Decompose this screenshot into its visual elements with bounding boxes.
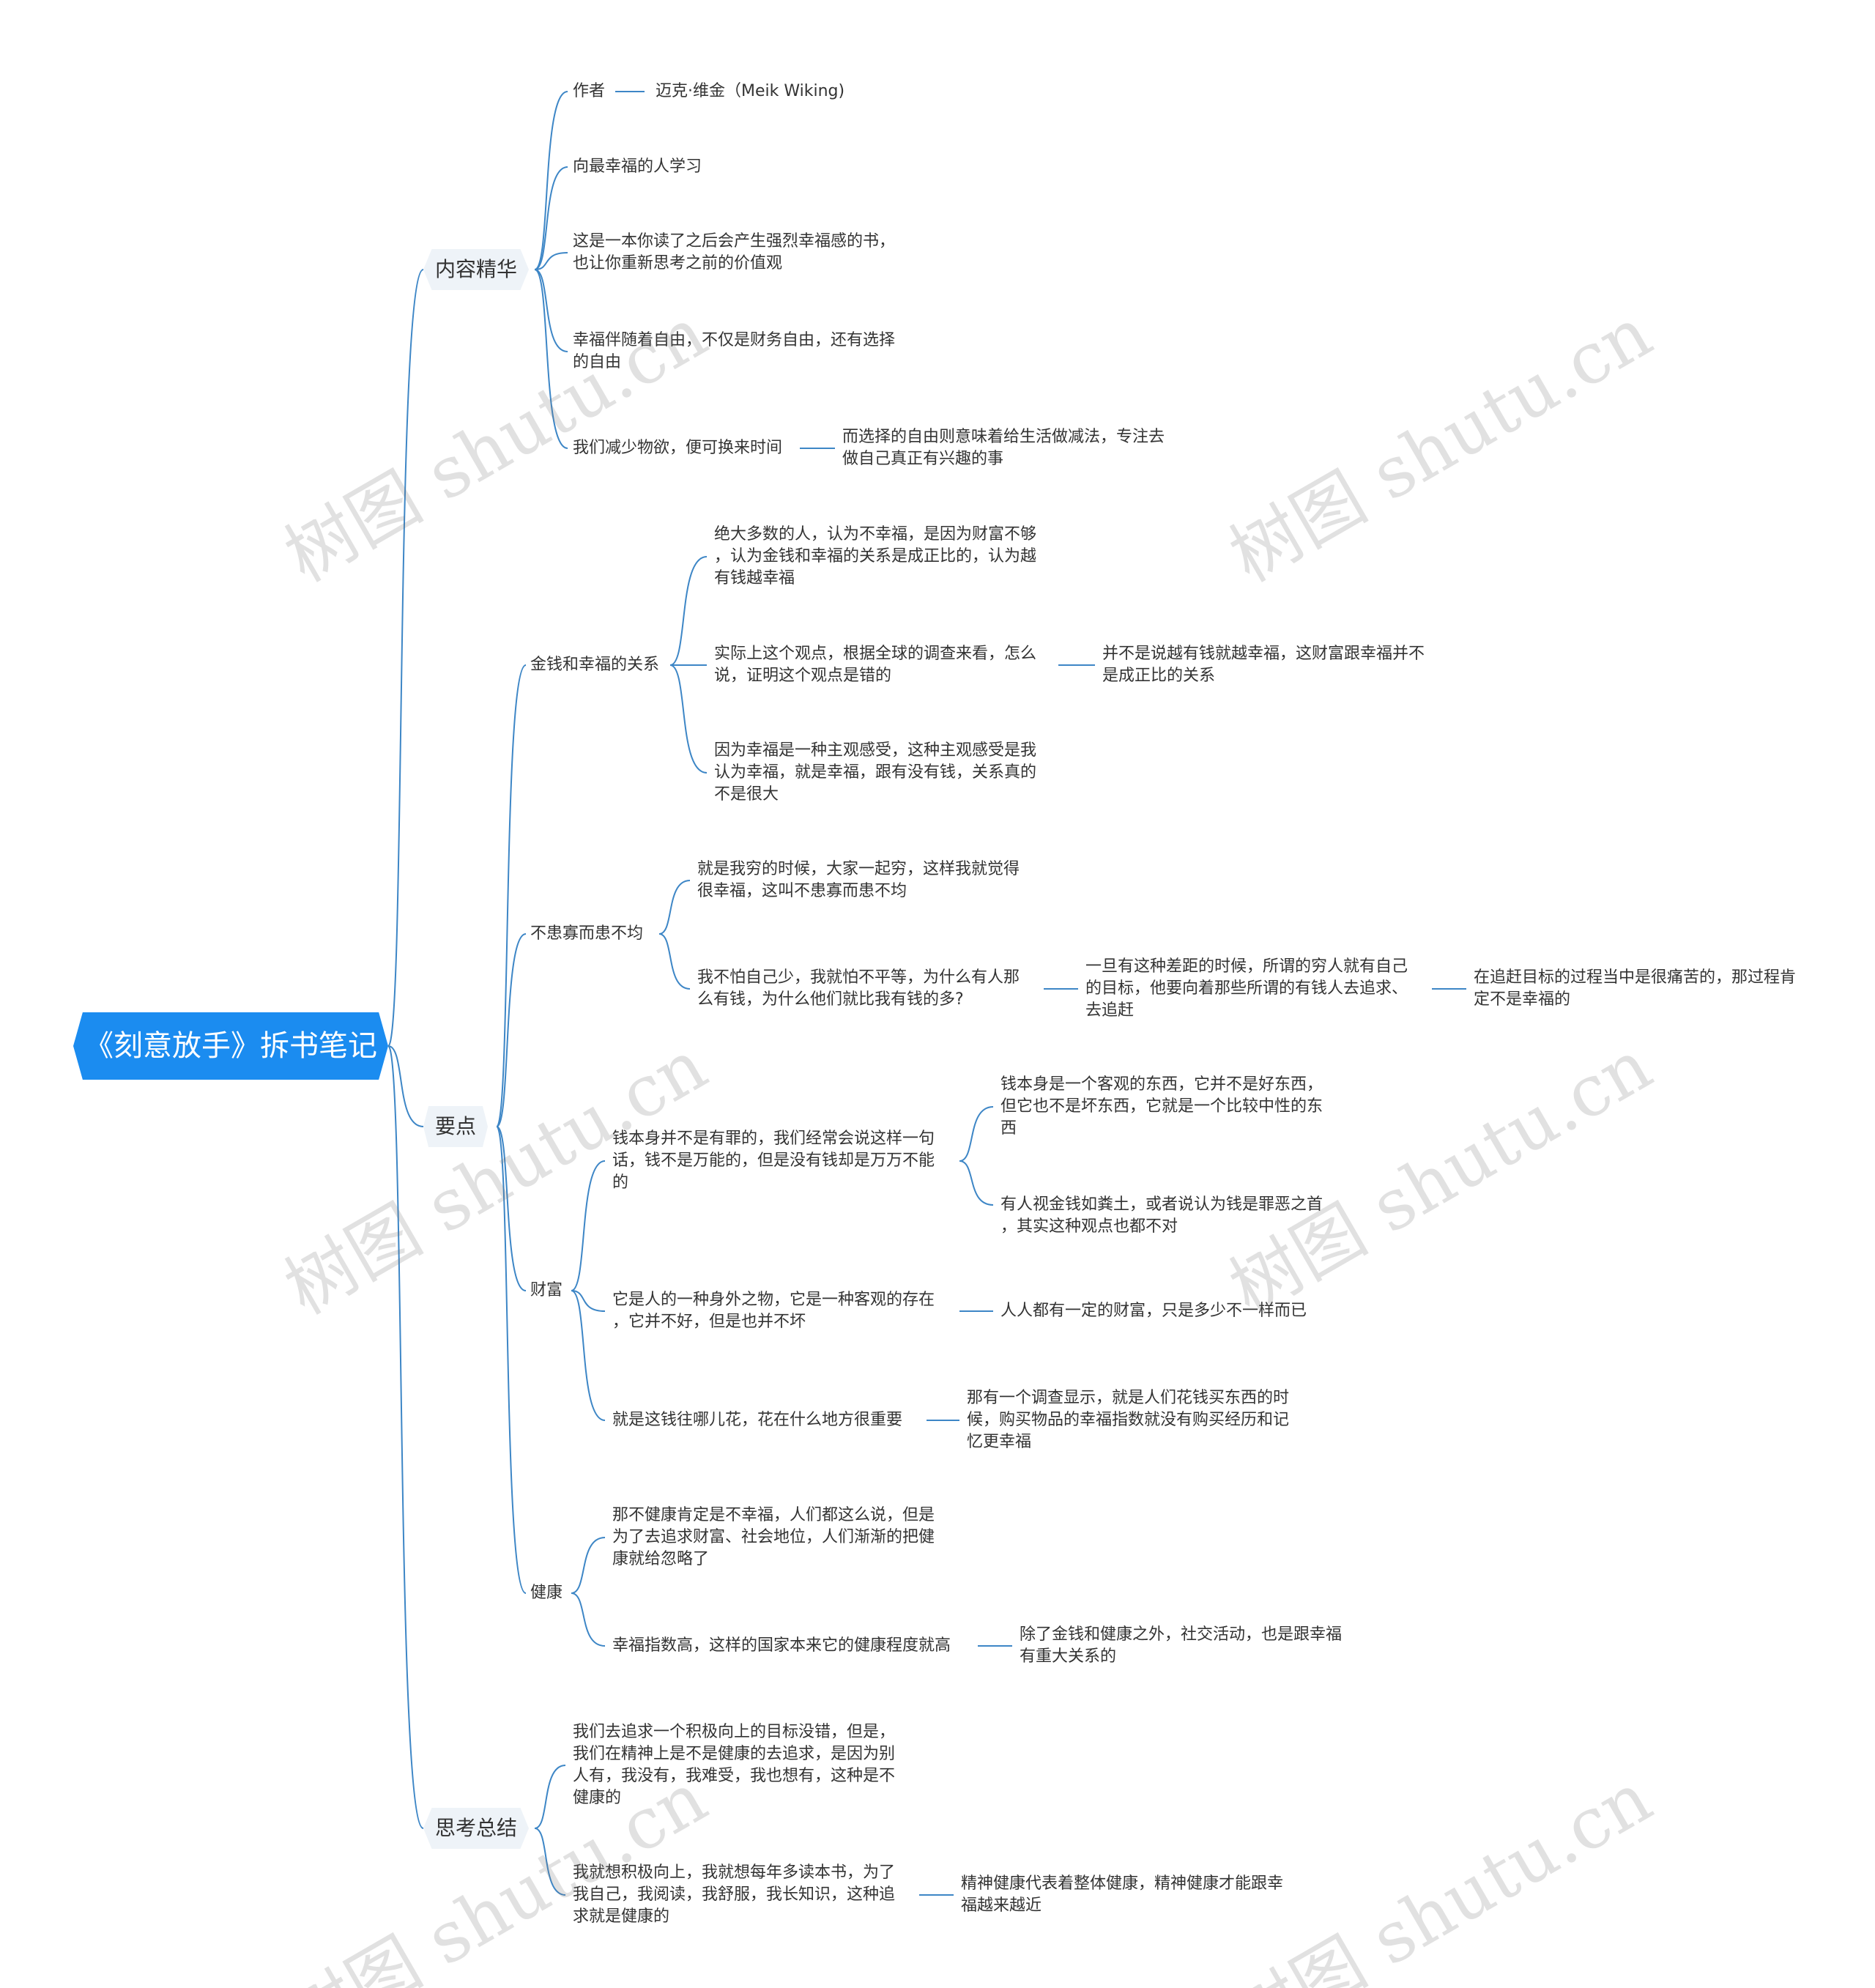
node-iq-2[interactable]: 我不怕自己少，我就怕不平等，为什么有人那 么有钱，为什么他们就比我有钱的多? [697, 968, 1020, 1009]
connector [571, 1290, 606, 1421]
node-w-2[interactable]: 它是人的一种身外之物，它是一种客观的存在 ，它并不好，但是也并不坏 [612, 1291, 935, 1331]
connector [959, 1106, 994, 1162]
node-freedom[interactable]: 幸福伴随着自由，不仅是财务自由，还有选择 的自由 [573, 330, 895, 374]
node-learn[interactable]: 向最幸福的人学习 [573, 157, 702, 176]
line: 而选择的自由则意味着给生活做减法，专注去 做自己真正有兴趣的事 [842, 428, 1165, 468]
node-r-1[interactable]: 我们去追求一个积极向上的目标没错，但是， 我们在精神上是不是健康的去追求，是因为… [573, 1723, 896, 1807]
branch-reflection[interactable]: 思考总结 [423, 1808, 530, 1849]
node-wealth[interactable]: 财富 [530, 1281, 563, 1299]
node-w-1-1[interactable]: 钱本身是一个客观的东西，它并不是好东西， 但它也不是坏东西，它就是一个比较中性的… [1000, 1075, 1323, 1138]
node-inequality[interactable]: 不患寡而患不均 [530, 924, 644, 943]
node-w-1[interactable]: 钱本身并不是有罪的，我们经常会说这样一句 话，钱不是万能的，但是没有钱却是万万不… [612, 1130, 935, 1192]
connector [534, 1828, 566, 1896]
connector [658, 880, 691, 935]
node-mh-1[interactable]: 绝大多数的人，认为不幸福，是因为财富不够 ，认为金钱和幸福的关系是成正比的，认为… [714, 525, 1037, 587]
node-r-2-1[interactable]: 精神健康代表着整体健康，精神健康才能跟幸 福越来越近 [961, 1874, 1284, 1915]
node-h-2-1[interactable]: 除了金钱和健康之外，社交活动，也是跟幸福 有重大关系的 [1020, 1625, 1343, 1666]
node-w-1-2[interactable]: 有人视金钱如粪土，或者说认为钱是罪恶之首 ，其实这种观点也都不对 [1000, 1195, 1323, 1236]
node-r-2[interactable]: 我就想积极向上，我就想每年多读本书，为了 我自己，我阅读，我舒服，我长知识，这种… [573, 1863, 896, 1926]
branch-content-essence[interactable]: 内容精华 [423, 249, 530, 290]
connector [496, 933, 527, 1127]
node-h-2[interactable]: 幸福指数高，这样的国家本来它的健康程度就高 [612, 1636, 951, 1655]
node-iq-1[interactable]: 就是我穷的时候，大家一起穷，这样我就觉得 很幸福，这叫不患寡而患不均 [697, 860, 1020, 900]
connector [669, 556, 708, 666]
node-choice-freedom[interactable]: 而选择的自由则意味着给生活做减法，专注去 做自己真正有兴趣的事 [842, 426, 1165, 470]
connector [496, 1126, 527, 1594]
node-author-name[interactable]: 迈克·维金（Meik Wiking) [656, 82, 845, 100]
node-w-3-1[interactable]: 那有一个调查显示，就是人们花钱买东西的时 候，购买物品的幸福指数就没有购买经历和… [967, 1389, 1290, 1451]
connector [534, 166, 568, 270]
connector [658, 933, 691, 990]
connector [387, 1045, 424, 1127]
connector [571, 1592, 606, 1647]
connector [571, 1160, 606, 1291]
connector [534, 269, 568, 449]
connector [959, 1160, 994, 1206]
connector [496, 1126, 527, 1291]
node-mh-2[interactable]: 实际上这个观点，根据全球的调查来看，怎么 说，证明这个观点是错的 [714, 645, 1037, 685]
connector [534, 1765, 566, 1829]
connector [669, 664, 708, 774]
node-author[interactable]: 作者 [573, 82, 606, 100]
connector [571, 1537, 606, 1594]
node-h-1[interactable]: 那不健康肯定是不幸福，人们都这么说，但是 为了去追求财富、社会地位，人们渐渐的把… [612, 1506, 935, 1568]
connector [534, 252, 568, 270]
node-iq-2-1[interactable]: 一旦有这种差距的时候，所谓的穷人就有自己 的目标，他要向着那些所谓的有钱人去追求… [1085, 957, 1408, 1020]
root-node[interactable]: 《刻意放手》拆书笔记 [73, 1012, 388, 1080]
branch-key-points[interactable]: 要点 [423, 1106, 489, 1147]
node-book-desc[interactable]: 这是一本你读了之后会产生强烈幸福感的书， 也让你重新思考之前的价值观 [573, 231, 895, 275]
connector [387, 1045, 424, 1829]
node-iq-2-1-1[interactable]: 在追赶目标的过程当中是很痛苦的，那过程肯 定不是幸福的 [1474, 968, 1797, 1009]
connector [496, 664, 527, 1127]
line: 幸福伴随着自由，不仅是财务自由，还有选择 的自由 [573, 331, 896, 371]
connector [534, 91, 568, 270]
connector [387, 269, 424, 1047]
node-health[interactable]: 健康 [530, 1584, 563, 1602]
node-mh-2-1[interactable]: 并不是说越有钱就越幸福，这财富跟幸福并不 是成正比的关系 [1102, 645, 1425, 685]
line: 这是一本你读了之后会产生强烈幸福感的书， 也让你重新思考之前的价值观 [573, 232, 896, 272]
node-mh-3[interactable]: 因为幸福是一种主观感受，这种主观感受是我 认为幸福，就是幸福，跟有没有钱，关系真… [714, 741, 1037, 804]
node-w-2-1[interactable]: 人人都有一定的财富，只是多少不一样而已 [1000, 1302, 1307, 1320]
connector [571, 1290, 606, 1312]
connector [534, 269, 568, 352]
node-less-desire[interactable]: 我们减少物欲，便可换来时间 [573, 439, 783, 457]
node-money-happiness[interactable]: 金钱和幸福的关系 [530, 656, 660, 674]
node-w-3[interactable]: 就是这钱往哪儿花，花在什么地方很重要 [612, 1411, 903, 1429]
